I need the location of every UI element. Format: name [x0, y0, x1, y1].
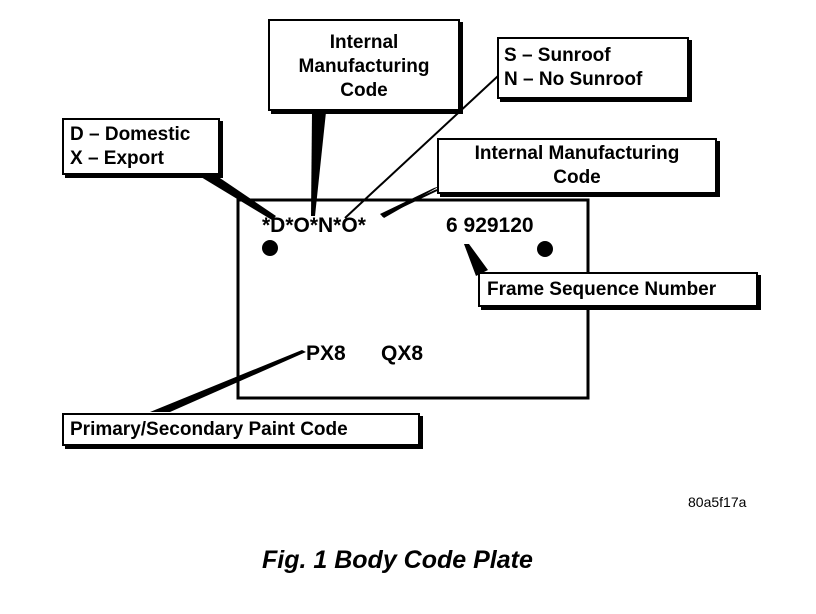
callout-internal-mfg-right: Internal Manufacturing Code [437, 138, 717, 194]
callout-internal-mfg-top: Internal Manufacturing Code [268, 19, 460, 111]
leader-paint-code [150, 350, 306, 412]
callout-internal-mfg-right-line2: Code [553, 167, 601, 188]
callout-internal-mfg-right-line1: Internal Manufacturing [474, 143, 680, 164]
callout-internal-mfg-top-line2: Manufacturing [298, 56, 430, 77]
leader-internal-top [311, 112, 326, 216]
callout-sunroof-line2: N – No Sunroof [504, 69, 643, 90]
plate-primary-paint: PX8 [306, 342, 346, 365]
leader-domestic-export [196, 174, 276, 220]
callout-domestic-export: D – Domestic X – Export [62, 118, 220, 175]
plate-hole-right [537, 241, 553, 257]
callout-paint-code: Primary/Secondary Paint Code [62, 413, 420, 446]
plate-secondary-paint: QX8 [381, 342, 424, 365]
figure-reference-id: 80a5f17a [688, 494, 747, 510]
callout-sunroof-line1: S – Sunroof [504, 45, 611, 66]
callout-domestic-line: D – Domestic [70, 124, 191, 145]
callout-paint-code-text: Primary/Secondary Paint Code [70, 419, 348, 440]
leader-frame-sequence [464, 244, 488, 276]
callout-internal-mfg-top-line1: Internal [329, 32, 399, 53]
callout-export-line: X – Export [70, 148, 164, 169]
callout-sunroof: S – Sunroof N – No Sunroof [497, 37, 689, 99]
callout-frame-sequence: Frame Sequence Number [478, 272, 758, 307]
plate-hole-left [262, 240, 278, 256]
figure-caption: Fig. 1 Body Code Plate [262, 546, 533, 574]
plate-code-string: *D*O*N*O* [262, 214, 366, 237]
leader-sunroof [344, 75, 499, 219]
callout-frame-sequence-text: Frame Sequence Number [487, 279, 717, 300]
callout-internal-mfg-top-line3: Code [340, 80, 388, 101]
plate-frame-number: 6 929120 [446, 214, 534, 237]
